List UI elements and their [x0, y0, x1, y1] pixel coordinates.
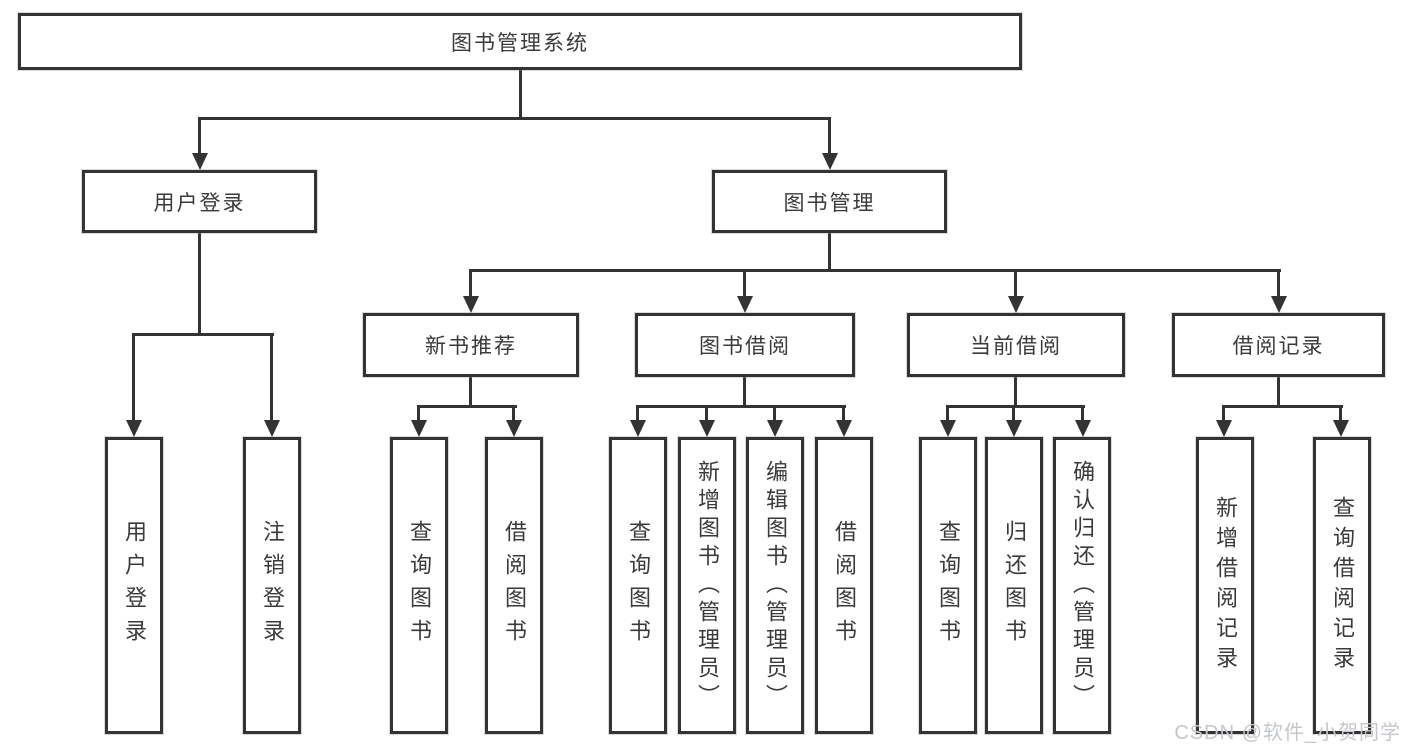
leaf-label: 编辑图书（管理员） [763, 459, 788, 712]
arrow-down-icon [630, 420, 646, 437]
connector-drop-leaf [270, 333, 273, 421]
node-current-borrowing: 当前借阅 [907, 313, 1125, 377]
connector-user-login-stem [198, 233, 201, 335]
leaf-bb-add-books-admin: 新增图书（管理员） [678, 437, 736, 734]
connector-book-management-stem [828, 233, 831, 272]
arrow-down-icon [411, 420, 427, 437]
leaf-label: 查询图书 [936, 519, 961, 652]
arrow-down-icon [767, 420, 783, 437]
arrow-down-icon [822, 153, 838, 170]
leaf-bb-borrow-books: 借阅图书 [815, 437, 873, 734]
leaf-label: 借阅图书 [832, 519, 857, 652]
connector-drop-leaf [773, 405, 776, 422]
connector-borrow-record-stem [1277, 377, 1280, 408]
connector-root-split [198, 117, 831, 120]
connector-drop-level3 [1014, 269, 1017, 297]
arrow-down-icon [1006, 420, 1022, 437]
node-label: 图书管理 [783, 191, 876, 215]
arrow-down-icon [1271, 296, 1287, 313]
connector-drop-leaf [1012, 405, 1015, 422]
connector-new-book-stem [469, 377, 472, 408]
connector-book-borrow-split [636, 405, 846, 408]
arrow-down-icon [506, 420, 522, 437]
leaf-bb-edit-books-admin: 编辑图书（管理员） [746, 437, 804, 734]
connector-new-book-split [417, 405, 517, 408]
arrow-down-icon [836, 420, 852, 437]
connector-drop-leaf [1081, 405, 1084, 422]
leaf-nb-borrow-books: 借阅图书 [485, 437, 543, 734]
arrow-down-icon [1216, 420, 1232, 437]
connector-drop-book-management [828, 117, 831, 154]
connector-drop-leaf [705, 405, 708, 422]
connector-user-login-split [132, 333, 274, 336]
leaf-label: 查询借阅记录 [1330, 495, 1355, 676]
connector-drop-leaf [842, 405, 845, 422]
arrow-down-icon [264, 420, 280, 437]
connector-borrow-record-split [1222, 405, 1343, 408]
leaf-br-add-record: 新增借阅记录 [1196, 437, 1254, 734]
node-label: 用户登录 [153, 191, 246, 215]
node-label: 借阅记录 [1232, 335, 1325, 358]
node-root-library-management-system: 图书管理系统 [18, 13, 1022, 70]
node-label: 图书管理系统 [451, 31, 589, 55]
leaf-cb-confirm-return-admin: 确认归还（管理员） [1053, 437, 1111, 734]
leaf-label: 用户登录 [122, 519, 147, 652]
connector-drop-level3 [743, 269, 746, 297]
connector-drop-leaf [1222, 405, 1225, 422]
leaf-cb-query-books: 查询图书 [919, 437, 977, 734]
connector-drop-level3 [1277, 269, 1280, 297]
arrow-down-icon [737, 296, 753, 313]
connector-drop-user-login [198, 117, 201, 154]
connector-drop-leaf [636, 405, 639, 422]
leaf-label: 归还图书 [1002, 519, 1027, 652]
csdn-watermark: CSDN @软件_小贺同学 [1174, 722, 1401, 744]
leaf-cb-return-books: 归还图书 [985, 437, 1043, 734]
connector-drop-leaf [946, 405, 949, 422]
connector-book-management-split [469, 269, 1281, 272]
connector-book-borrow-stem [743, 377, 746, 408]
leaf-logout: 注销登录 [243, 437, 301, 734]
connector-drop-leaf [132, 333, 135, 421]
node-book-borrowing: 图书借阅 [635, 313, 855, 377]
node-label: 当前借阅 [970, 335, 1062, 358]
node-book-management: 图书管理 [712, 170, 947, 233]
arrow-down-icon [192, 153, 208, 170]
node-user-login: 用户登录 [82, 170, 317, 233]
leaf-user-login: 用户登录 [105, 437, 163, 734]
leaf-bb-query-books: 查询图书 [609, 437, 667, 734]
leaf-label: 注销登录 [260, 519, 285, 652]
node-label: 图书借阅 [699, 335, 791, 358]
connector-drop-leaf [417, 405, 420, 422]
arrow-down-icon [699, 420, 715, 437]
node-new-book-recommend: 新书推荐 [363, 313, 579, 377]
node-borrow-records: 借阅记录 [1172, 313, 1385, 377]
leaf-label: 查询图书 [626, 519, 651, 652]
leaf-label: 新增借阅记录 [1213, 495, 1238, 676]
leaf-label: 借阅图书 [502, 519, 527, 652]
connector-drop-level3 [469, 269, 472, 297]
arrow-down-icon [1075, 420, 1091, 437]
arrow-down-icon [1333, 420, 1349, 437]
arrow-down-icon [126, 420, 142, 437]
leaf-label: 新增图书（管理员） [695, 459, 720, 712]
arrow-down-icon [1008, 296, 1024, 313]
leaf-label: 确认归还（管理员） [1070, 459, 1095, 712]
leaf-br-query-record: 查询借阅记录 [1313, 437, 1371, 734]
connector-drop-leaf [1339, 405, 1342, 422]
connector-current-borrow-split [946, 405, 1085, 408]
connector-drop-leaf [512, 405, 515, 422]
connector-root-stem [519, 69, 522, 120]
leaf-nb-query-books: 查询图书 [390, 437, 448, 734]
node-label: 新书推荐 [425, 335, 517, 358]
connector-current-borrow-stem [1014, 377, 1017, 408]
arrow-down-icon [940, 420, 956, 437]
leaf-label: 查询图书 [407, 519, 432, 652]
arrow-down-icon [463, 296, 479, 313]
